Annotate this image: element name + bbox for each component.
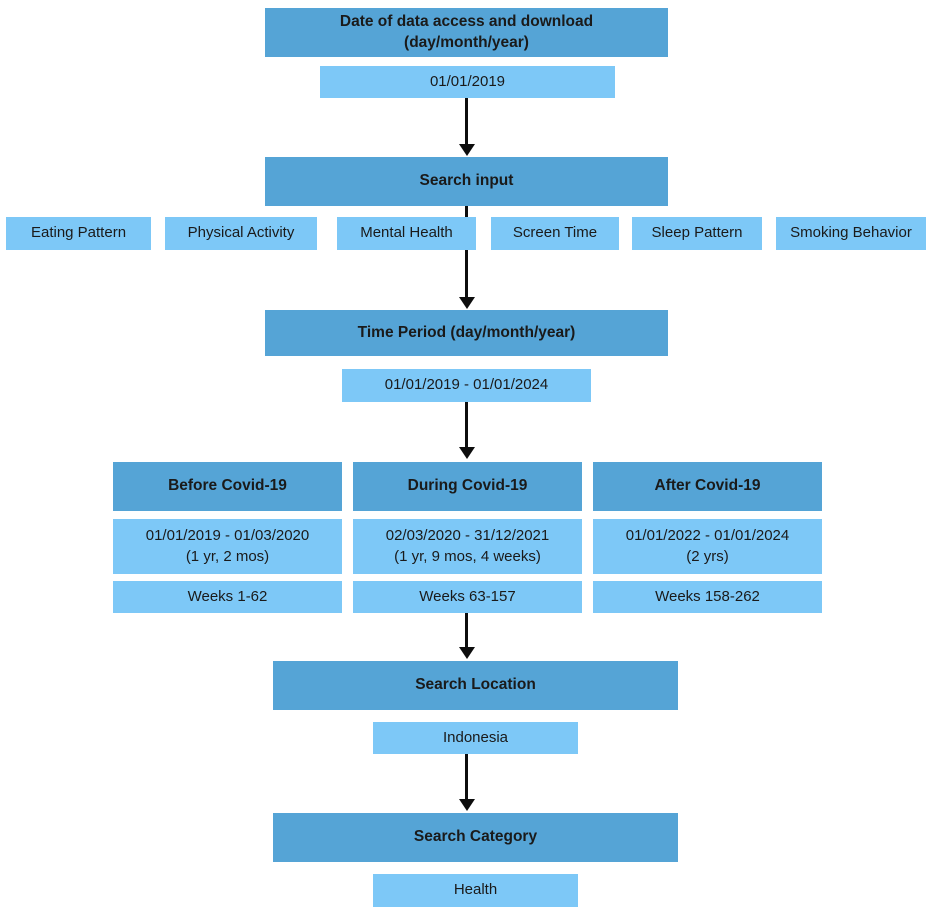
search-term-eating-pattern: Eating Pattern [6,217,151,250]
down-arrow [458,98,475,156]
arrow-head-icon [458,297,475,309]
phase-before-covid-title: Before Covid-19 [113,462,342,511]
arrow-shaft [465,613,468,650]
down-arrow [458,206,475,309]
date-access-header-box: Date of data access and download (day/mo… [265,8,668,57]
search-term-sleep-pattern: Sleep Pattern [632,217,762,250]
phase-during-covid-weeks: Weeks 63-157 [353,581,582,613]
search-location-value-box: Indonesia [373,722,578,754]
arrow-head-icon [458,799,475,811]
arrow-shaft [465,754,468,802]
arrow-head-icon [458,144,475,156]
search-category-header-box: Search Category [273,813,678,862]
phase-after-covid-range: 01/01/2022 - 01/01/2024 (2 yrs) [593,519,822,574]
arrow-head-icon [458,447,475,459]
search-term-smoking-behavior: Smoking Behavior [776,217,926,250]
arrow-shaft [465,98,468,147]
phase-before-covid-weeks: Weeks 1-62 [113,581,342,613]
search-term-mental-health: Mental Health [337,217,476,250]
phase-during-covid-title: During Covid-19 [353,462,582,511]
down-arrow [458,402,475,459]
phase-after-covid-weeks: Weeks 158-262 [593,581,822,613]
search-term-screen-time: Screen Time [491,217,619,250]
search-term-physical-activity: Physical Activity [165,217,317,250]
arrow-head-icon [458,647,475,659]
time-period-value-box: 01/01/2019 - 01/01/2024 [342,369,591,402]
down-arrow [458,613,475,659]
date-access-value-box: 01/01/2019 [320,66,615,98]
arrow-shaft [465,206,468,300]
phase-during-covid-range: 02/03/2020 - 31/12/2021 (1 yr, 9 mos, 4 … [353,519,582,574]
down-arrow [458,754,475,811]
search-location-header-box: Search Location [273,661,678,710]
phase-after-covid-title: After Covid-19 [593,462,822,511]
arrow-shaft [465,402,468,450]
search-category-value-box: Health [373,874,578,907]
search-input-header-box: Search input [265,157,668,206]
phase-before-covid-range: 01/01/2019 - 01/03/2020 (1 yr, 2 mos) [113,519,342,574]
time-period-header-box: Time Period (day/month/year) [265,310,668,356]
